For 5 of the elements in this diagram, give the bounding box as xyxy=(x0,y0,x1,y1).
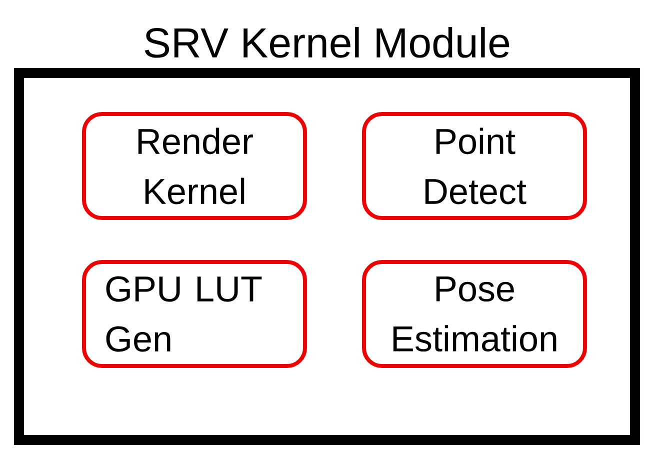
module-title: SRV Kernel Module xyxy=(144,26,510,58)
process-box: Render Kernel xyxy=(82,112,307,220)
process-box: Pose Estimation xyxy=(362,260,587,368)
process-box: Point Detect xyxy=(362,112,587,220)
process-box: GPU LUT Gen xyxy=(82,260,307,368)
